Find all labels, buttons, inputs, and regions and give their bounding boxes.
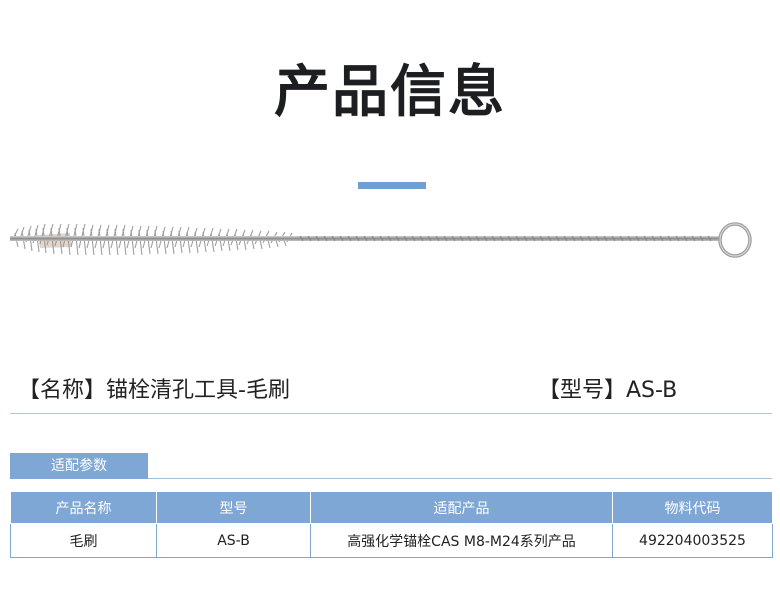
table-row: 毛刷 AS-B 高强化学锚栓CAS M8-M24系列产品 49220400352…: [10, 523, 773, 558]
cell-product-name: 毛刷: [10, 523, 157, 558]
product-model: 【型号】AS-B: [538, 378, 678, 403]
title-block: 产品信息: [0, 58, 780, 189]
cell-compatible-product: 高强化学锚栓CAS M8-M24系列产品: [310, 523, 613, 558]
table-header-row: 产品名称 型号 适配产品 物料代码: [10, 491, 773, 524]
column-header-model: 型号: [156, 491, 311, 524]
product-info-row: 【名称】锚栓清孔工具-毛刷 【型号】AS-B: [0, 372, 780, 408]
cell-material-code: 492204003525: [612, 523, 773, 558]
product-name: 【名称】锚栓清孔工具-毛刷: [18, 378, 290, 403]
section-tab-fit-params: 适配参数: [10, 453, 148, 479]
page-title: 产品信息: [274, 60, 506, 125]
column-header-compatible-product: 适配产品: [310, 491, 613, 524]
params-table: 产品名称 型号 适配产品 物料代码 毛刷 AS-B 高强化学锚栓CAS M8-M…: [10, 491, 773, 558]
wire-brush-image: [10, 222, 752, 258]
column-header-material-code: 物料代码: [612, 491, 773, 524]
title-underline: [358, 182, 426, 189]
cell-model: AS-B: [156, 523, 311, 558]
column-header-product-name: 产品名称: [10, 491, 157, 524]
divider: [10, 413, 772, 414]
section-line: [148, 478, 772, 479]
